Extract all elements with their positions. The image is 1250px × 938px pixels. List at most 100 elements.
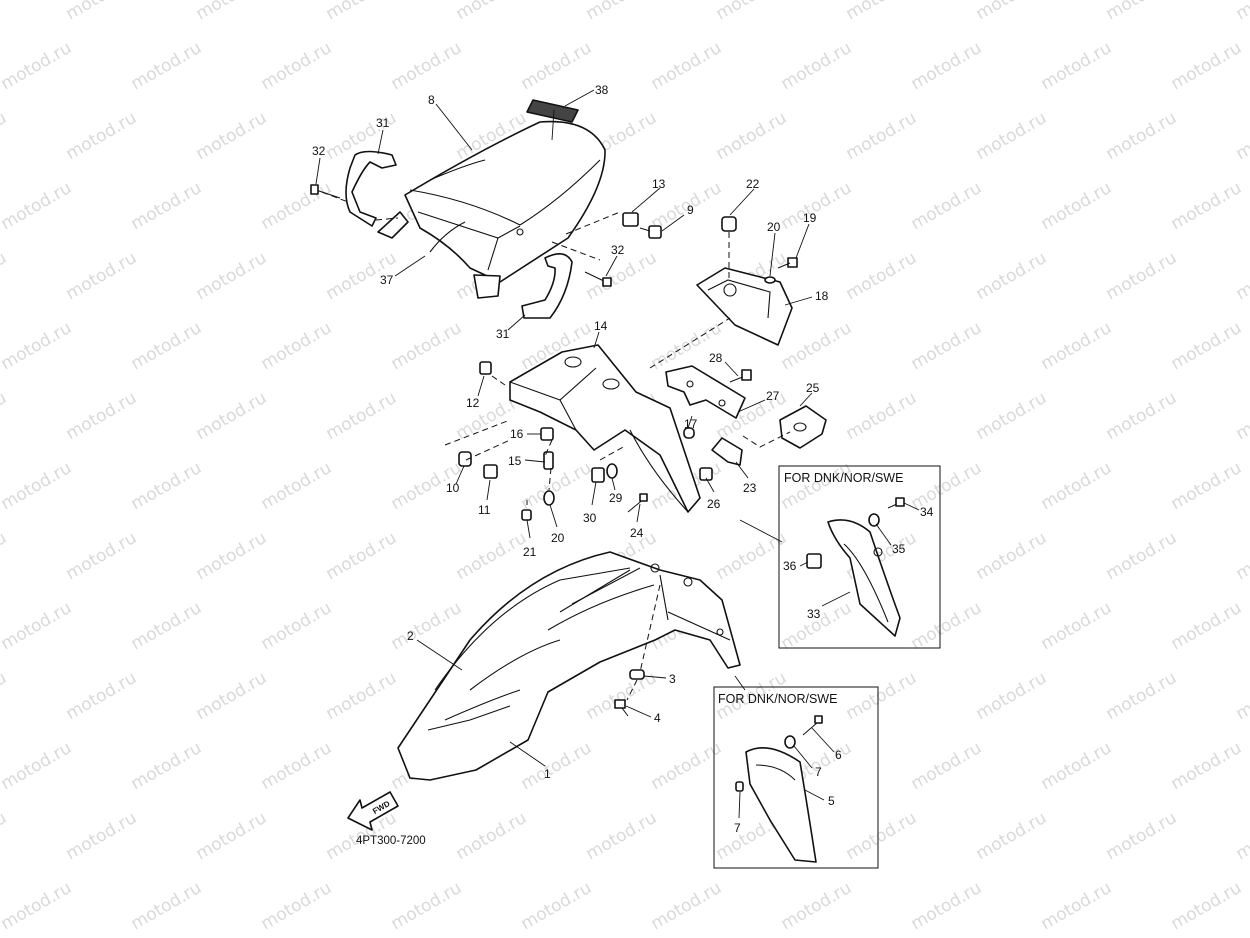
watermark-text: motod.ru bbox=[518, 738, 596, 794]
callout-4: 4 bbox=[654, 711, 661, 725]
callout-35: 35 bbox=[892, 542, 906, 556]
inset-title-lower: FOR DNK/NOR/SWE bbox=[718, 692, 837, 706]
watermark-text: motod.ru bbox=[0, 738, 75, 794]
callout-28: 28 bbox=[709, 351, 723, 365]
watermark-text: motod.ru bbox=[843, 108, 921, 164]
part-16-nut bbox=[540, 427, 554, 441]
callout-5: 5 bbox=[828, 794, 835, 808]
part-12-collar bbox=[479, 361, 492, 375]
part-20-washer-b bbox=[543, 490, 555, 506]
part-25-reflector bbox=[779, 405, 827, 449]
part-27-plate bbox=[665, 365, 746, 419]
watermark-text: motod.ru bbox=[453, 0, 531, 24]
watermark-text: motod.ru bbox=[1103, 0, 1181, 24]
part-8-side-cover bbox=[404, 120, 606, 283]
watermark-text: motod.ru bbox=[973, 248, 1051, 304]
watermark-text: motod.ru bbox=[63, 248, 141, 304]
watermark-text: motod.ru bbox=[1168, 878, 1246, 934]
watermark-text: motod.ru bbox=[0, 878, 75, 934]
watermark-text: motod.ru bbox=[128, 738, 206, 794]
callout-6: 6 bbox=[835, 748, 842, 762]
watermark-text: motod.ru bbox=[518, 38, 596, 94]
callout-21: 21 bbox=[523, 545, 537, 559]
watermark-text: motod.ru bbox=[388, 38, 466, 94]
callout-13: 13 bbox=[652, 177, 666, 191]
watermark-text: motod.ru bbox=[63, 388, 141, 444]
callout-3: 3 bbox=[669, 672, 676, 686]
watermark-text: motod.ru bbox=[1038, 318, 1116, 374]
watermark-text: motod.ru bbox=[128, 38, 206, 94]
watermark-text: motod.ru bbox=[1103, 388, 1181, 444]
callout-leaders bbox=[315, 89, 920, 819]
callout-12: 12 bbox=[466, 396, 480, 410]
watermark-text: motod.ru bbox=[323, 0, 401, 24]
watermark-text: motod.ru bbox=[0, 38, 75, 94]
watermark-text: motod.ru bbox=[843, 668, 921, 724]
callout-30: 30 bbox=[583, 511, 597, 525]
watermark-text: motod.ru bbox=[63, 808, 141, 864]
watermark-text: motod.ru bbox=[1233, 808, 1250, 864]
callout-16: 16 bbox=[510, 427, 524, 441]
part-24-screw bbox=[627, 493, 648, 513]
part-26-nut bbox=[699, 467, 713, 481]
watermark-text: motod.ru bbox=[128, 458, 206, 514]
inset-dnk-nor-swe-upper: FOR DNK/NOR/SWE bbox=[739, 465, 941, 649]
watermark-text: motod.ru bbox=[128, 598, 206, 654]
watermark-text: motod.ru bbox=[1103, 248, 1181, 304]
watermark-text: motod.ru bbox=[1233, 388, 1250, 444]
part-31-grab-bar-right bbox=[521, 253, 573, 319]
watermark-text: motod.ru bbox=[1038, 458, 1116, 514]
watermark-text: motod.ru bbox=[1038, 598, 1116, 654]
part-15-bolt bbox=[543, 451, 554, 470]
watermark-text: motod.ru bbox=[973, 528, 1051, 584]
dashed-reference-lines bbox=[321, 191, 791, 701]
callout-31-b: 31 bbox=[496, 327, 510, 341]
watermark-text: motod.ru bbox=[323, 668, 401, 724]
part-14-frame bbox=[509, 344, 701, 513]
watermark-text: motod.ru bbox=[193, 108, 271, 164]
part-37-bracket bbox=[377, 211, 501, 299]
watermark-text: motod.ru bbox=[0, 458, 75, 514]
watermark-text: motod.ru bbox=[63, 528, 141, 584]
watermark-text: motod.ru bbox=[388, 878, 466, 934]
callout-31-a: 31 bbox=[376, 116, 390, 130]
part-29-washer bbox=[606, 463, 618, 479]
watermark-text: motod.ru bbox=[843, 388, 921, 444]
watermark-text: motod.ru bbox=[0, 528, 10, 584]
watermark-text: motod.ru bbox=[0, 808, 10, 864]
part-31-grab-bar-left bbox=[345, 150, 397, 227]
watermark-text: motod.ru bbox=[63, 108, 141, 164]
part-28-screw bbox=[729, 369, 752, 383]
watermark-text: motod.ru bbox=[323, 388, 401, 444]
watermark-text: motod.ru bbox=[648, 318, 726, 374]
watermark-text: motod.ru bbox=[648, 38, 726, 94]
watermark-text: motod.ru bbox=[193, 0, 271, 24]
watermark-text: motod.ru bbox=[453, 528, 531, 584]
watermark-text: motod.ru bbox=[193, 388, 271, 444]
watermark-text: motod.ru bbox=[1168, 598, 1246, 654]
watermark-text: motod.ru bbox=[258, 38, 336, 94]
part-30-nut bbox=[591, 467, 605, 483]
part-17-grommet bbox=[683, 427, 695, 439]
watermark-text: motod.ru bbox=[973, 808, 1051, 864]
callout-7-b: 7 bbox=[734, 821, 741, 835]
watermark-text: motod.ru bbox=[1038, 738, 1116, 794]
watermark-text: motod.ru bbox=[258, 318, 336, 374]
watermark-text: motod.ru bbox=[908, 738, 986, 794]
watermark-text: motod.ru bbox=[258, 738, 336, 794]
callout-11: 11 bbox=[478, 503, 491, 517]
watermark-text: motod.ru bbox=[128, 878, 206, 934]
watermark-text: motod.ru bbox=[973, 108, 1051, 164]
part-2-rear-fender bbox=[397, 551, 741, 781]
watermark-text: motod.ru bbox=[843, 808, 921, 864]
watermark-text: motod.ru bbox=[258, 178, 336, 234]
watermark-text: motod.ru bbox=[1168, 38, 1246, 94]
callout-38: 38 bbox=[595, 83, 609, 97]
watermark-text: motod.ru bbox=[1233, 248, 1250, 304]
watermark-text: motod.ru bbox=[0, 598, 75, 654]
watermark-text: motod.ru bbox=[1233, 108, 1250, 164]
part-13-collar bbox=[622, 212, 639, 227]
watermark-text: motod.ru bbox=[908, 38, 986, 94]
watermark-text: motod.ru bbox=[648, 738, 726, 794]
watermark-text: motod.ru bbox=[63, 668, 141, 724]
